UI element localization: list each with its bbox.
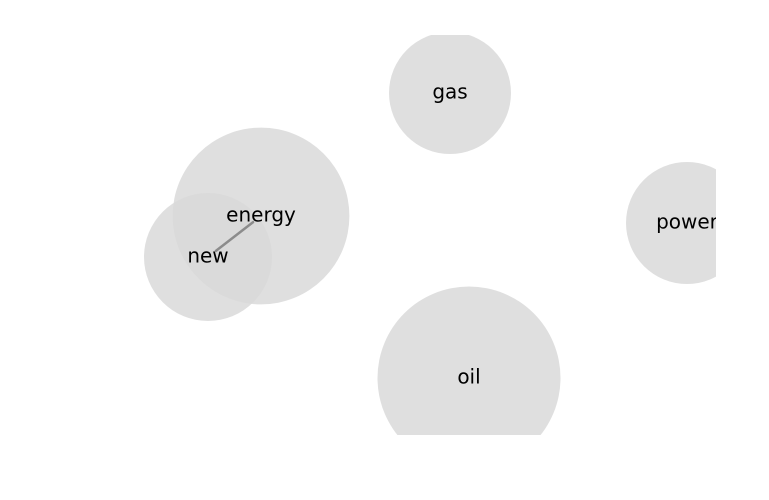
bubble-label-new: new (187, 244, 228, 268)
bubble-label-energy: energy (226, 203, 296, 227)
nodes-layer (144, 35, 716, 435)
labels-layer: gas power energy new oil (187, 80, 719, 389)
bubble-label-oil: oil (457, 365, 480, 389)
bubble-plot-area: gas power energy new oil (144, 35, 719, 435)
edges-layer (214, 220, 255, 253)
bubble-oil (377, 286, 561, 435)
bubble-new (144, 193, 272, 321)
bubble-label-gas: gas (432, 80, 467, 104)
bubble-label-power: power (656, 210, 719, 234)
bubble-gas (389, 35, 511, 154)
bubble-power (626, 162, 716, 284)
edge-energy-new (214, 220, 255, 253)
